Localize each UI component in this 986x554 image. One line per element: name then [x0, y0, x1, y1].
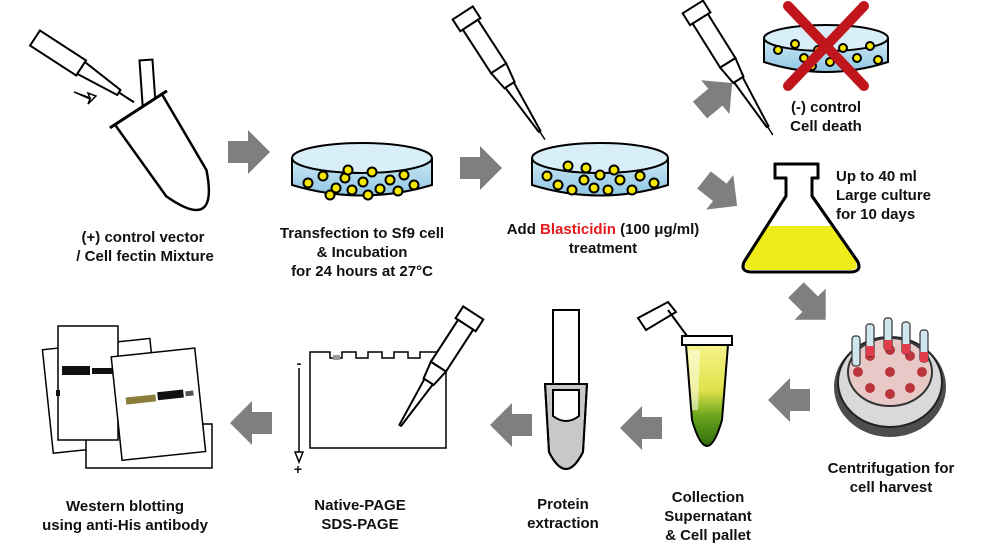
caption-collection: Collection Supernatant & Cell pallet: [640, 488, 776, 545]
caption-negative-control-line1: (-) control: [766, 98, 886, 117]
negative-control-dish-icon: [764, 6, 888, 86]
caption-negative-control-line2: Cell death: [766, 117, 886, 136]
caption-blasticidin-prefix: Add: [507, 221, 540, 238]
blasticidin-highlight: Blasticidin: [540, 221, 616, 238]
caption-large-culture-line3: for 10 days: [836, 205, 976, 224]
caption-collection-line2: Supernatant: [640, 507, 776, 526]
caption-large-culture-line1: Up to 40 ml: [836, 167, 976, 186]
caption-western-line2: using anti-His antibody: [20, 516, 230, 535]
caption-large-culture: Up to 40 ml Large culture for 10 days: [836, 167, 976, 224]
caption-transfection-line3: for 24 hours at 27°C: [262, 262, 462, 281]
gel-icon: [295, 306, 483, 462]
caption-vector-line2: / Cell fectin Mixture: [48, 247, 238, 266]
caption-collection-line1: Collection: [640, 488, 776, 507]
caption-page-line2: SDS-PAGE: [290, 515, 430, 534]
caption-page: Native-PAGE SDS-PAGE: [290, 496, 430, 534]
caption-vector-line1: (+) control vector: [48, 228, 238, 247]
caption-negative-control: (-) control Cell death: [766, 98, 886, 136]
caption-large-culture-line2: Large culture: [836, 186, 976, 205]
caption-vector: (+) control vector / Cell fectin Mixture: [48, 228, 238, 266]
caption-blasticidin-line1: Add Blasticidin (100 μg/ml): [488, 220, 718, 239]
caption-page-line1: Native-PAGE: [290, 496, 430, 515]
vector-tube-icon: [30, 30, 231, 226]
caption-centrifugation-line2: cell harvest: [806, 478, 976, 497]
gel-minus-mark: -: [292, 354, 306, 373]
blasticidin-dish-icon: [532, 1, 783, 196]
caption-transfection-line2: & Incubation: [262, 243, 462, 262]
caption-western-line1: Western blotting: [20, 497, 230, 516]
gel-plus-mark: +: [291, 460, 305, 479]
caption-centrifugation-line1: Centrifugation for: [806, 459, 976, 478]
caption-protein: Protein extraction: [508, 495, 618, 533]
western-blot-icon: [42, 326, 212, 468]
caption-blasticidin-line2: treatment: [488, 239, 718, 258]
protein-tube-icon: [545, 310, 587, 469]
caption-western: Western blotting using anti-His antibody: [20, 497, 230, 535]
centrifuge-icon: [834, 318, 946, 437]
caption-blasticidin: Add Blasticidin (100 μg/ml) treatment: [488, 220, 718, 258]
caption-centrifugation: Centrifugation for cell harvest: [806, 459, 976, 497]
caption-transfection-line1: Transfection to Sf9 cell: [262, 224, 462, 243]
caption-protein-line1: Protein: [508, 495, 618, 514]
caption-protein-line2: extraction: [508, 514, 618, 533]
caption-transfection: Transfection to Sf9 cell & Incubation fo…: [262, 224, 462, 281]
transfection-dish-icon: [292, 6, 555, 199]
caption-blasticidin-suffix: (100 μg/ml): [616, 221, 699, 238]
caption-collection-line3: & Cell pallet: [640, 526, 776, 545]
